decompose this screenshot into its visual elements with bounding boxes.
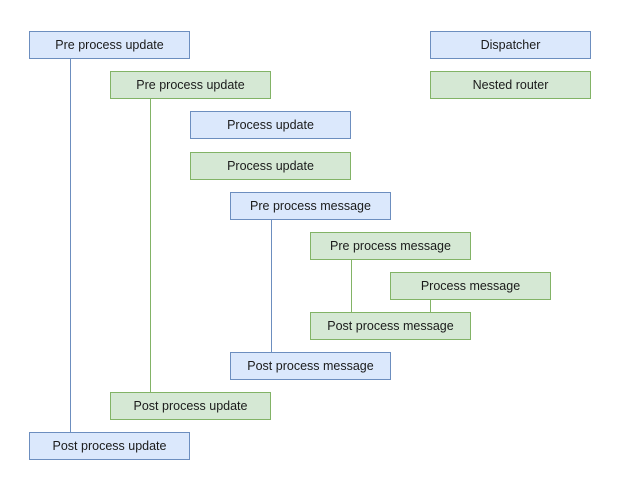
node-process-update-router[interactable]: Process update: [190, 152, 351, 180]
legend-item-nested-router[interactable]: Nested router: [430, 71, 591, 99]
node-label: Pre process update: [55, 37, 164, 52]
node-label: Process message: [420, 278, 521, 293]
node-label: Pre process message: [330, 238, 451, 253]
edge-pre-process-update-dispatcher: [70, 59, 71, 432]
edge-pre-process-message-dispatcher: [271, 220, 272, 352]
node-post-process-update-dispatcher[interactable]: Post process update: [29, 432, 190, 460]
node-pre-process-message-dispatcher[interactable]: Pre process message: [230, 192, 391, 220]
node-post-process-update-router[interactable]: Post process update: [110, 392, 271, 420]
node-label: Pre process update: [136, 77, 245, 92]
node-label: Process update: [227, 158, 314, 173]
legend-label: Dispatcher: [480, 37, 541, 52]
node-process-update-dispatcher[interactable]: Process update: [190, 111, 351, 139]
node-pre-process-update-router[interactable]: Pre process update: [110, 71, 271, 99]
node-pre-process-update-dispatcher[interactable]: Pre process update: [29, 31, 190, 59]
node-post-process-message-dispatcher[interactable]: Post process message: [230, 352, 391, 380]
edge-pre-process-update-router: [150, 99, 151, 392]
node-post-process-message-router[interactable]: Post process message: [310, 312, 471, 340]
node-label: Process update: [227, 117, 314, 132]
legend-label: Nested router: [472, 77, 549, 92]
node-process-message-router[interactable]: Process message: [390, 272, 551, 300]
node-label: Post process message: [247, 358, 374, 373]
node-label: Post process message: [327, 318, 454, 333]
edge-process-message-router: [430, 300, 431, 312]
node-label: Post process update: [52, 438, 167, 453]
legend-item-dispatcher[interactable]: Dispatcher: [430, 31, 591, 59]
node-label: Post process update: [133, 398, 248, 413]
node-pre-process-message-router[interactable]: Pre process message: [310, 232, 471, 260]
edge-pre-process-message-router: [351, 260, 352, 312]
node-label: Pre process message: [250, 198, 371, 213]
